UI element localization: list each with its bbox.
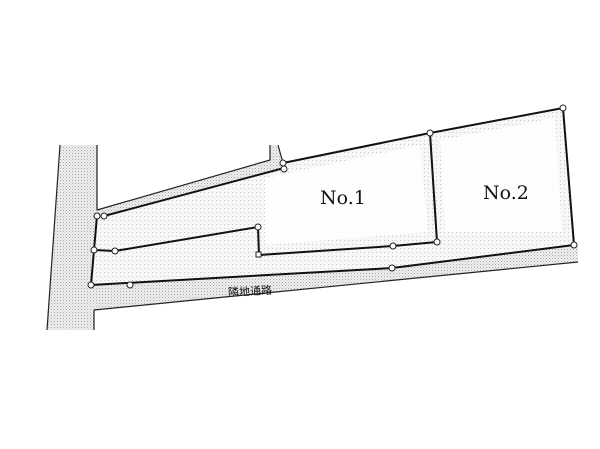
lot-1-white [265,145,428,245]
boundary-marker [433,238,441,246]
lot-2-right-boundary [562,107,575,246]
road-left-edge [46,144,61,331]
lot-2-white [440,118,562,232]
boundary-marker [111,247,119,255]
lot-label-no1: No.1 [320,187,366,209]
boundary-marker [280,165,288,173]
lot-divider [429,132,438,243]
alley-strip [97,145,284,216]
boundary-marker [254,223,262,231]
boundary-marker [255,251,262,258]
boundary-marker [93,212,101,220]
boundary-marker [100,212,108,220]
boundary-marker [90,246,98,254]
road-label: 隣地通路 [227,283,273,300]
main-road [47,145,97,330]
boundary-marker [570,241,578,249]
lot-1-remainder [91,227,574,285]
boundary-markers [87,104,578,289]
boundary-marker [279,159,287,167]
boundary-marker [87,281,95,289]
boundary-marker [389,242,397,250]
alley-boundary [103,167,285,217]
boundary-marker [126,281,134,289]
boundary-marker [559,104,567,112]
passage-bottom-edge [93,261,579,311]
boundary-marker [388,264,396,272]
lot-label-no2: No.2 [483,182,529,204]
neighbor-passage [91,245,578,310]
alley-top-edge [96,145,271,211]
lot-1-bottom-boundary [93,225,438,257]
boundary-marker [426,129,434,137]
